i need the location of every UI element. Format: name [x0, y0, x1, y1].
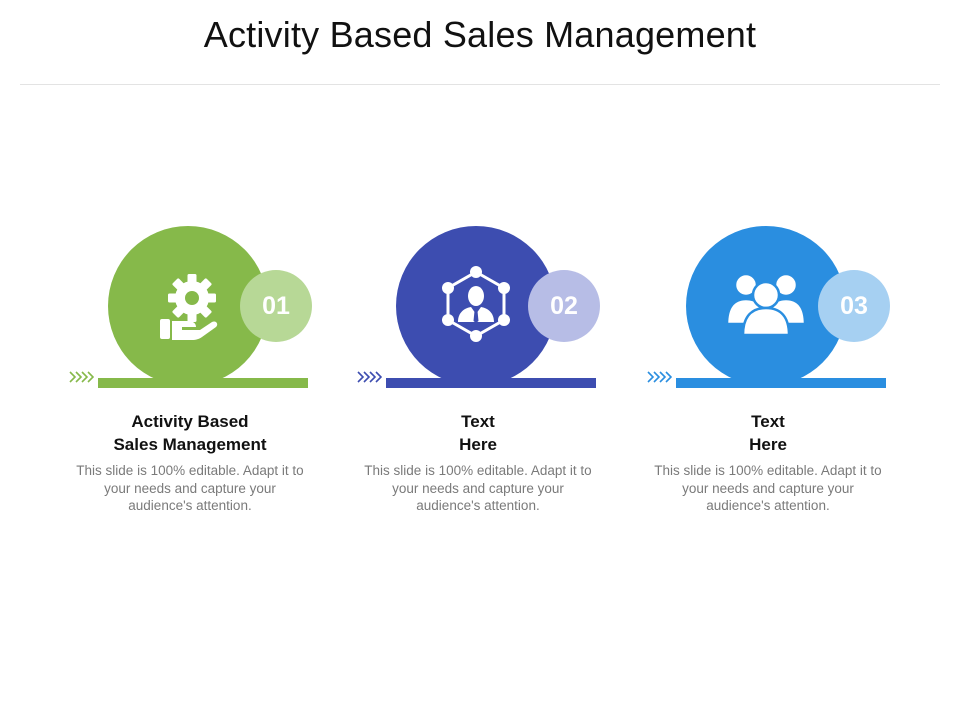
chevron-right-icon	[646, 370, 673, 383]
slide-title: Activity Based Sales Management	[203, 14, 757, 55]
card-heading-line2: Here	[459, 435, 497, 454]
base-bar	[386, 378, 596, 388]
gear-hand-icon	[108, 226, 268, 386]
team-icon	[686, 226, 846, 386]
card-heading: Text Here	[352, 410, 604, 456]
title-divider	[20, 84, 940, 85]
chevron-right-icon	[356, 370, 383, 383]
card-body-text: This slide is 100% editable. Adapt it to…	[654, 463, 882, 513]
card-heading: Text Here	[642, 410, 894, 456]
card-heading-line2: Here	[749, 435, 787, 454]
step-number-badge: 03	[818, 270, 890, 342]
card-heading-line1: Activity Based	[131, 412, 249, 431]
card-02: 02 Text Here This slide is 100% editable…	[352, 226, 612, 526]
card-heading: Activity Based Sales Management	[64, 410, 316, 456]
card-body-text: This slide is 100% editable. Adapt it to…	[76, 463, 304, 513]
chevron-right-icon	[68, 370, 95, 383]
card-heading-line1: Text	[751, 412, 785, 431]
card-01: 01 Activity Based Sales Management This …	[64, 226, 324, 526]
base-bar	[676, 378, 886, 388]
card-02-circle	[396, 226, 556, 386]
base-bar	[98, 378, 308, 388]
step-number-badge: 01	[240, 270, 312, 342]
network-person-icon	[396, 226, 556, 386]
card-body-text: This slide is 100% editable. Adapt it to…	[364, 463, 592, 513]
card-03: 03 Text Here This slide is 100% editable…	[642, 226, 902, 526]
card-heading-line1: Text	[461, 412, 495, 431]
step-number-badge: 02	[528, 270, 600, 342]
card-heading-line2: Sales Management	[113, 435, 267, 454]
